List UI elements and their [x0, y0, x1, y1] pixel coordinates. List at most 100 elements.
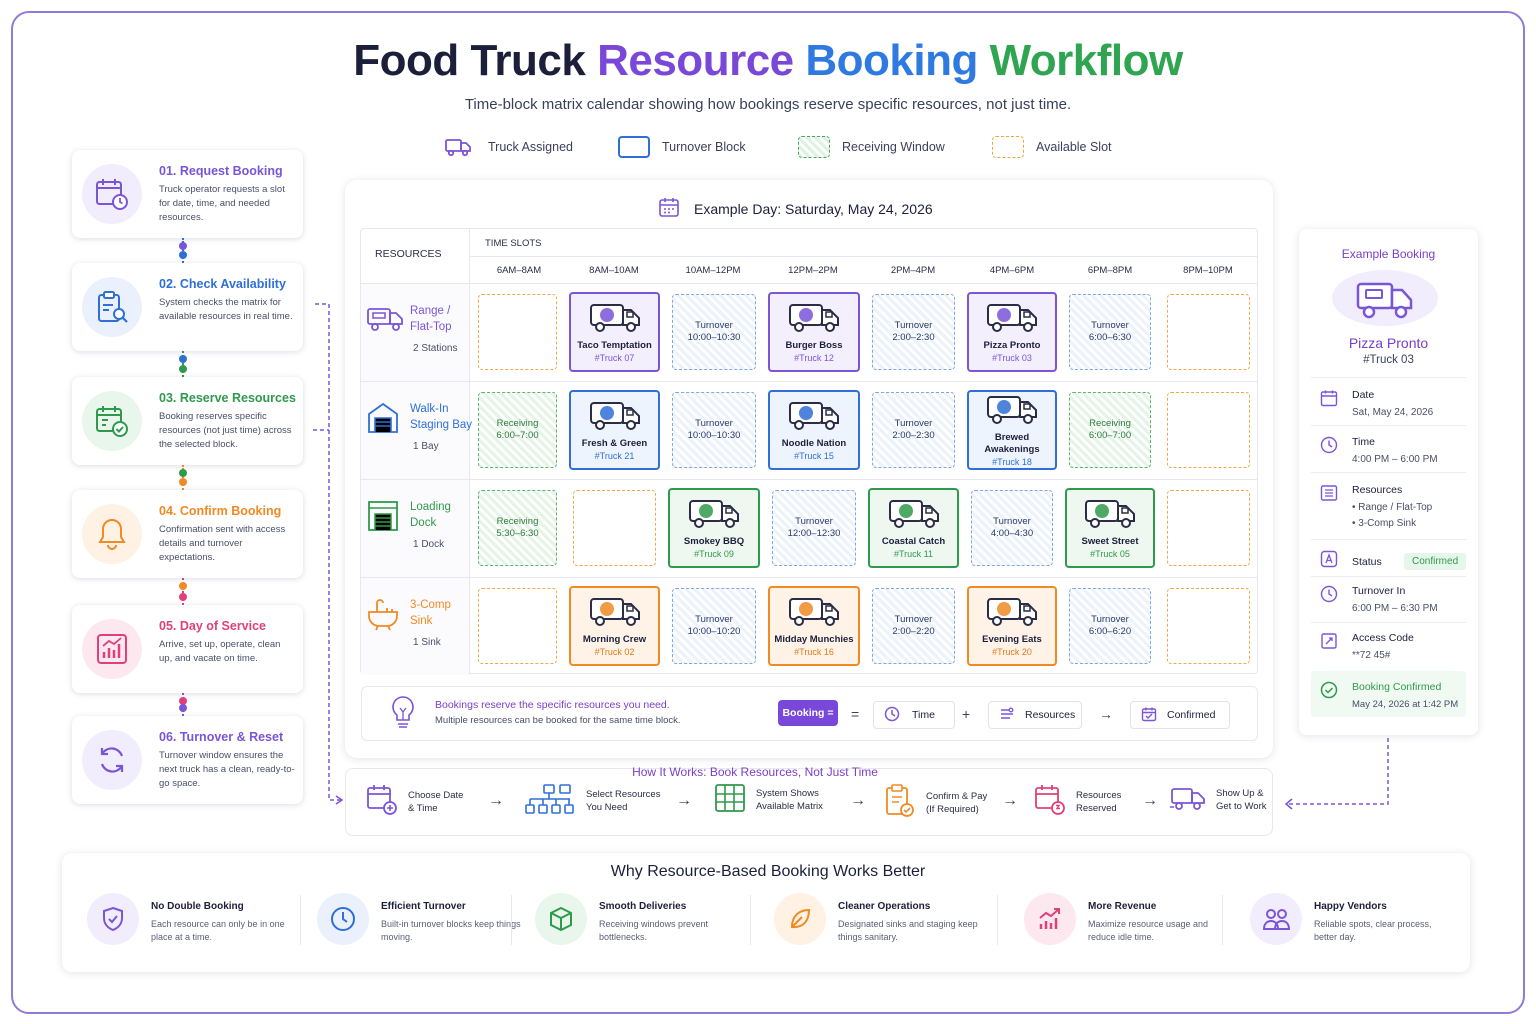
slot-label: 8AM–10AM — [589, 265, 639, 276]
resource-row-icon — [365, 498, 401, 539]
leaf-icon — [774, 893, 826, 945]
truck-booking[interactable]: Fresh & Green#Truck 21 — [569, 390, 660, 470]
food-truck-icon — [687, 496, 741, 534]
food-truck-icon — [787, 398, 841, 436]
truck-booking[interactable]: Coastal Catch#Truck 11 — [868, 488, 959, 568]
how-step-6: Show Up & Get to Work — [1170, 783, 1267, 817]
time-chip: Time — [873, 701, 955, 729]
resource-count: 1 Bay — [413, 441, 439, 452]
calendar-check-icon — [1141, 706, 1157, 725]
how-arrow: → — [1142, 792, 1158, 809]
truck-booking[interactable]: Evening Eats#Truck 20 — [967, 586, 1057, 666]
resource-row-icon — [365, 400, 401, 441]
calendar-icon — [658, 196, 680, 221]
resource-name: Walk-In Staging Bay — [410, 403, 473, 431]
booking-confirmed-box — [1311, 671, 1466, 717]
available-slot[interactable] — [573, 490, 656, 566]
available-slot[interactable] — [1167, 294, 1250, 370]
food-truck-icon — [985, 392, 1039, 430]
booking-status: Status Confirmed — [1320, 550, 1467, 573]
available-slot[interactable] — [1167, 588, 1250, 664]
available-slot[interactable] — [1167, 490, 1250, 566]
resources-chip: Resources — [988, 701, 1082, 729]
truck-booking[interactable]: Pizza Pronto#Truck 03 — [967, 292, 1057, 372]
food-truck-icon — [588, 594, 642, 632]
legend-turnover: Turnover Block — [618, 134, 746, 160]
truck-icon — [1354, 276, 1416, 327]
clock-icon — [1320, 436, 1340, 467]
how-step-4: Confirm & Pay (If Required) — [884, 783, 987, 823]
refresh-icon — [82, 730, 142, 790]
calendar-plus-icon — [366, 783, 398, 821]
page-subtitle: Time-block matrix calendar showing how b… — [464, 96, 1072, 113]
truck-booking[interactable]: Noodle Nation#Truck 15 — [768, 390, 860, 470]
confirmed-chip: Confirmed — [1130, 701, 1230, 729]
resource-row-icon — [365, 596, 401, 637]
check-circle-icon — [1320, 681, 1340, 712]
truck-booking[interactable]: Smokey BBQ#Truck 09 — [668, 488, 760, 568]
resource-row-icon — [365, 302, 405, 339]
slot-label: 6PM–8PM — [1087, 265, 1133, 276]
slot-label: 10AM–12PM — [685, 265, 741, 276]
formula-line-2: Multiple resources can be booked for the… — [435, 715, 681, 726]
org-tree-icon — [524, 783, 576, 819]
food-truck-icon — [1083, 496, 1137, 534]
resource-name: Range / Flat-Top — [410, 305, 452, 333]
clipboard-check-icon — [884, 783, 916, 823]
available-slot[interactable] — [478, 294, 557, 370]
step-5: 05. Day of Service Arrive, set up, opera… — [72, 605, 303, 693]
step-3: 03. Reserve Resources Booking reserves s… — [72, 377, 303, 465]
arrow: → — [1099, 706, 1113, 722]
how-arrow: → — [850, 792, 866, 809]
truck-booking[interactable]: Burger Boss#Truck 12 — [768, 292, 860, 372]
growth-chart-icon — [1024, 893, 1076, 945]
why-panel — [62, 853, 1470, 972]
legend-truck: Truck Assigned — [444, 134, 573, 160]
resource-count: 1 Dock — [413, 539, 445, 550]
food-truck-icon — [985, 594, 1039, 632]
calendar-icon — [1034, 783, 1066, 821]
truck-booking[interactable]: Morning Crew#Truck 02 — [569, 586, 660, 666]
legend-available: Available Slot — [992, 134, 1112, 160]
truck-booking[interactable]: Taco Temptation#Truck 07 — [569, 292, 660, 372]
lightbulb-icon — [388, 694, 418, 735]
list-icon — [1320, 484, 1340, 531]
resource-count: 1 Sink — [413, 637, 441, 648]
how-it-works-panel — [345, 768, 1273, 836]
plus-sign: + — [962, 706, 971, 722]
users-icon — [1250, 893, 1302, 945]
truck-booking[interactable]: Midday Munchies#Truck 16 — [768, 586, 860, 666]
page-title: Food Truck Resource Booking Workflow — [353, 36, 1183, 85]
truck-icon — [444, 136, 476, 158]
food-truck-icon — [787, 594, 841, 632]
calendar-icon — [1320, 389, 1340, 420]
slot-label: 8PM–10PM — [1183, 265, 1233, 276]
example-day-heading: Example Day: Saturday, May 24, 2026 — [658, 196, 933, 221]
truck-booking[interactable]: Brewed Awakenings#Truck 18 — [967, 390, 1057, 470]
resource-name: Loading Dock — [410, 501, 451, 529]
truck-booking[interactable]: Sweet Street#Truck 05 — [1065, 488, 1155, 568]
step-2: 02. Check Availability System checks the… — [72, 263, 303, 351]
how-arrow: → — [1002, 792, 1018, 809]
legend-receiving: Receiving Window — [798, 134, 945, 160]
available-slot[interactable] — [1167, 392, 1250, 468]
key-icon — [1320, 632, 1340, 663]
available-slot[interactable] — [478, 588, 557, 664]
